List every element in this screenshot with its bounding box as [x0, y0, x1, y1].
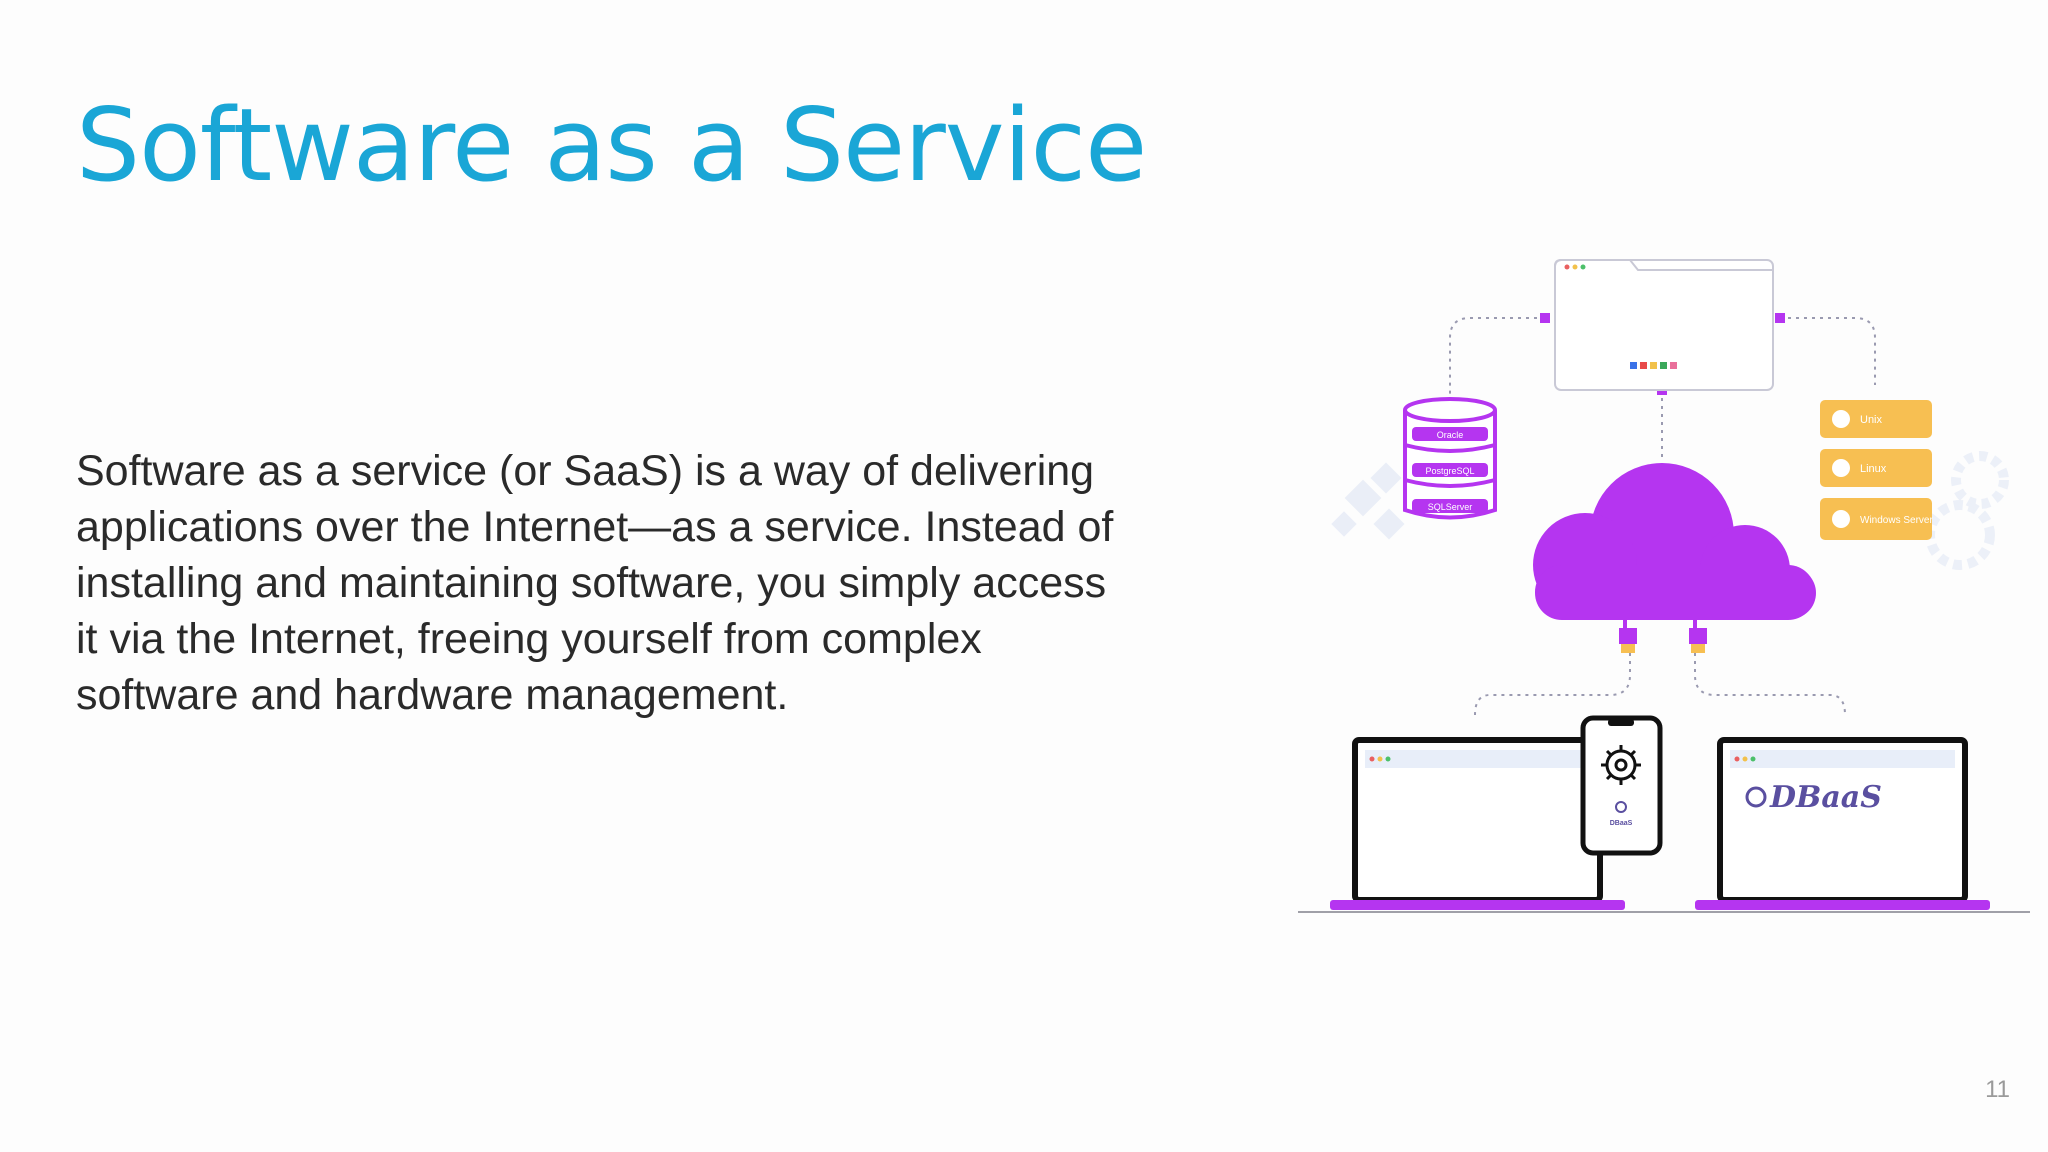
dbaas-brand-label: DBaaS	[1769, 780, 1882, 815]
decorative-gears-icon	[1925, 451, 2009, 570]
db-label-postgresql: PostgreSQL	[1425, 466, 1474, 476]
slide-title: Software as a Service	[76, 86, 1147, 204]
os-label-windows: Windows Server	[1860, 515, 1933, 526]
os-list-icon: Unix Linux Windows Server	[1820, 400, 1933, 540]
os-label-linux: Linux	[1860, 463, 1887, 475]
db-label-oracle: Oracle	[1437, 430, 1464, 440]
browser-window-icon	[1554, 259, 1774, 391]
cloud-icon	[1533, 463, 1816, 620]
saas-illustration: Oracle PostgreSQL SQLServer Unix Linux W…	[1298, 259, 2030, 913]
gear-icon	[1601, 745, 1641, 785]
decorative-cubes-icon	[1331, 462, 1405, 540]
phone-icon: DBaaS	[1580, 715, 1663, 856]
page-number: 11	[1985, 1076, 2010, 1103]
os-label-unix: Unix	[1860, 414, 1883, 426]
phone-brand-label: DBaaS	[1610, 820, 1633, 827]
db-label-sqlserver: SQLServer	[1428, 502, 1473, 512]
slide-body-text: Software as a service (or SaaS) is a way…	[76, 447, 1114, 719]
laptop-right-icon: DBaaS	[1695, 737, 1990, 910]
database-stack-icon: Oracle PostgreSQL SQLServer	[1403, 397, 1497, 520]
dotted-connectors	[1449, 317, 1876, 716]
